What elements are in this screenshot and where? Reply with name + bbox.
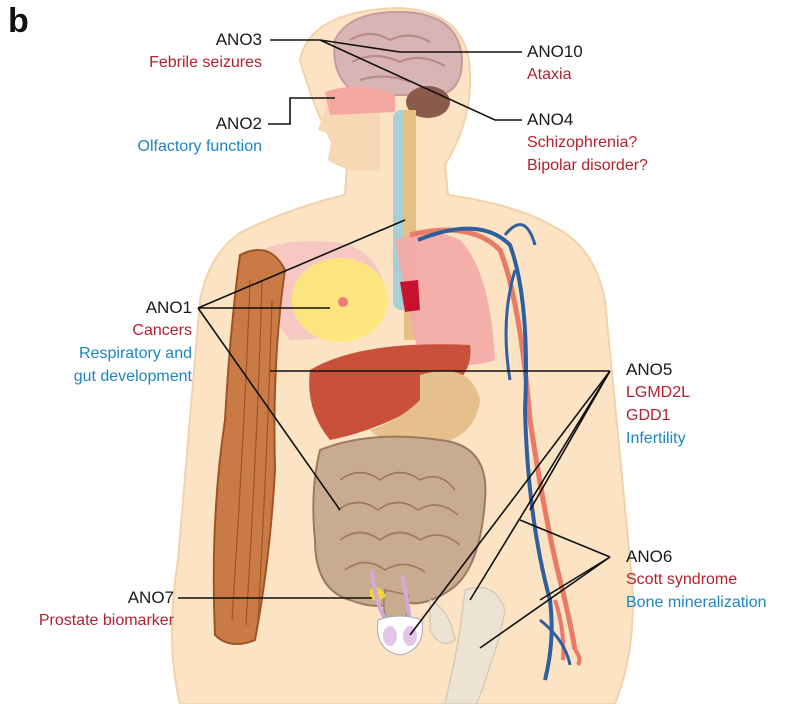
gene-name: ANO6 xyxy=(626,545,767,568)
phenotype: Febrile seizures xyxy=(130,51,262,74)
gene-name: ANO1 xyxy=(30,296,192,319)
phenotype: Scott syndrome xyxy=(626,568,767,591)
function: Bone mineralization xyxy=(626,591,767,614)
phenotype: Bipolar disorder? xyxy=(527,154,648,177)
phenotype: GDD1 xyxy=(626,404,690,427)
phenotype: Cancers xyxy=(30,319,192,342)
label-ano3: ANO3 Febrile seizures xyxy=(130,28,262,74)
function: Infertility xyxy=(626,427,690,450)
label-ano5: ANO5 LGMD2L GDD1 Infertility xyxy=(626,358,690,450)
phenotype: Prostate biomarker xyxy=(10,609,174,632)
testis-left xyxy=(383,626,397,646)
label-ano4: ANO4 Schizophrenia? Bipolar disorder? xyxy=(527,108,648,177)
phenotype: Ataxia xyxy=(527,63,583,86)
label-ano10: ANO10 Ataxia xyxy=(527,40,583,86)
gene-name: ANO10 xyxy=(527,40,583,63)
panel-label: b xyxy=(8,2,29,41)
function: Olfactory function xyxy=(100,135,262,158)
label-ano1: ANO1 Cancers Respiratory and gut develop… xyxy=(30,296,192,388)
gene-name: ANO2 xyxy=(100,112,262,135)
brain xyxy=(334,12,462,95)
gene-name: ANO3 xyxy=(130,28,262,51)
gene-name: ANO7 xyxy=(10,586,174,609)
phenotype: Schizophrenia? xyxy=(527,131,648,154)
label-ano2: ANO2 Olfactory function xyxy=(100,112,262,158)
nipple xyxy=(338,297,348,307)
function: gut development xyxy=(30,365,192,388)
phenotype: LGMD2L xyxy=(626,381,690,404)
label-ano7: ANO7 Prostate biomarker xyxy=(10,586,174,632)
gene-name: ANO5 xyxy=(626,358,690,381)
function: Respiratory and xyxy=(30,342,192,365)
label-ano6: ANO6 Scott syndrome Bone mineralization xyxy=(626,545,767,614)
large-intestine xyxy=(313,437,485,606)
gene-name: ANO4 xyxy=(527,108,648,131)
